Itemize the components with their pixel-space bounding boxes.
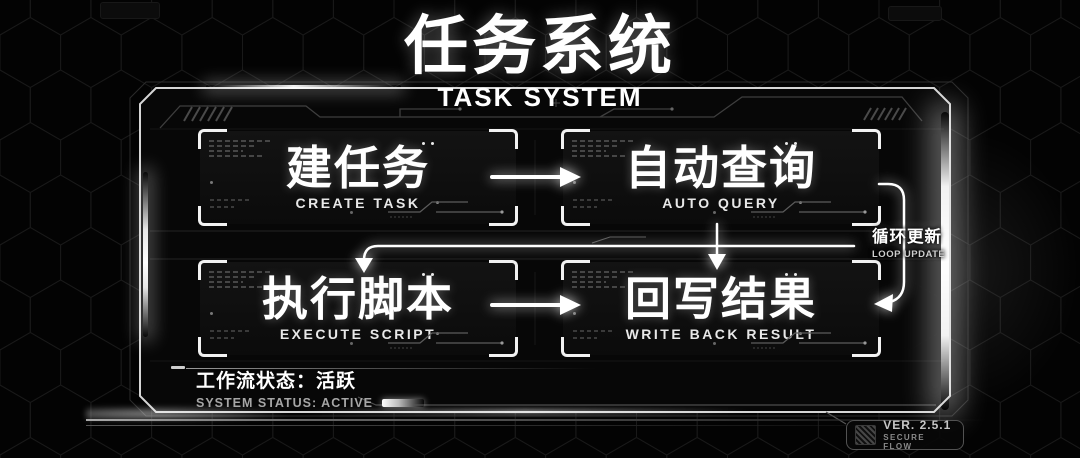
decor-dot <box>422 142 425 145</box>
corner-bracket-tl <box>198 129 227 149</box>
circuit-dots <box>458 107 674 111</box>
decor-chip-left <box>100 2 160 19</box>
decor-dot <box>210 181 213 184</box>
node-title-cn: 建任务 <box>286 142 430 194</box>
decor-dot <box>573 312 576 315</box>
corner-bracket-tr <box>852 260 881 280</box>
decor-dot <box>794 142 797 145</box>
corner-bracket-tr <box>852 129 881 149</box>
corner-bracket-tl <box>198 260 227 280</box>
version-badge: VER. 2.5.1 SECURE FLOW <box>846 417 964 451</box>
hatch-marks-left <box>183 106 233 122</box>
micro-dash-decoration <box>573 199 613 201</box>
status-text-cn: 工作流状态：活跃 <box>196 371 357 392</box>
micro-dash-decoration <box>573 337 597 339</box>
frame-outer-echo <box>129 81 969 417</box>
node-title-en: CREATE TASK <box>295 195 421 211</box>
corner-bracket-br <box>489 337 518 357</box>
micro-dash-decoration <box>210 337 234 339</box>
micro-dash-decoration <box>210 330 250 332</box>
node-title-cn: 执行脚本 <box>262 273 454 325</box>
hatch-marks-right <box>863 107 907 121</box>
corner-bracket-br <box>852 337 881 357</box>
flow-node-execute-script: 执行脚本 EXECUTE SCRIPT <box>198 260 518 357</box>
panel-seam-lines <box>150 128 944 362</box>
hatch-pattern-icon <box>855 425 877 445</box>
node-title-en: AUTO QUERY <box>662 195 780 211</box>
status-text-en: SYSTEM STATUS: ACTIVE <box>196 395 374 410</box>
circuit-line-decoration <box>751 332 867 349</box>
arrow-execute-to-writeback <box>490 295 581 315</box>
micro-dash-decoration <box>573 206 597 208</box>
corner-bracket-bl <box>561 206 590 226</box>
loop-label-cn: 循环更新 <box>872 228 942 246</box>
decor-dot <box>350 342 353 345</box>
corner-bracket-tr <box>489 129 518 149</box>
badge-connector-line <box>825 411 847 425</box>
corner-bracket-tr <box>489 260 518 280</box>
node-title-en: EXECUTE SCRIPT <box>279 326 437 342</box>
decor-dot <box>350 211 353 214</box>
decor-dot <box>713 211 716 214</box>
secure-flow-text: SECURE FLOW <box>883 432 925 451</box>
node-title-en: WRITE BACK RESULT <box>625 326 817 342</box>
arrow-query-to-execute <box>355 244 856 273</box>
decor-dot <box>785 273 788 276</box>
decor-dot <box>210 312 213 315</box>
flow-node-auto-query: 自动查询 AUTO QUERY <box>561 129 881 226</box>
plus-marks <box>484 96 560 107</box>
corner-bracket-bl <box>198 206 227 226</box>
decor-dot <box>794 273 797 276</box>
arrow-query-to-writeback <box>708 222 726 270</box>
decor-chip-right <box>888 6 942 21</box>
title-english: TASK SYSTEM <box>437 82 643 112</box>
loop-update-arrow <box>874 182 906 312</box>
decor-dot <box>785 142 788 145</box>
status-divider-line <box>186 368 596 369</box>
version-text: VER. 2.5.1 <box>883 417 952 432</box>
decor-dot <box>431 273 434 276</box>
decor-dot <box>431 142 434 145</box>
flow-node-write-back-result: 回写结果 WRITE BACK RESULT <box>561 260 881 357</box>
corner-bracket-tl <box>561 129 590 149</box>
corner-bracket-br <box>852 206 881 226</box>
system-status: 工作流状态：活跃 SYSTEM STATUS: ACTIVE <box>196 371 425 410</box>
micro-dash-decoration <box>210 206 234 208</box>
micro-dash-decoration <box>573 330 613 332</box>
decor-dot <box>713 342 716 345</box>
corner-bracket-bl <box>561 337 590 357</box>
micro-text-decoration <box>572 271 636 291</box>
decor-dot <box>422 273 425 276</box>
node-title-cn: 自动查询 <box>625 142 817 194</box>
corner-bracket-tl <box>561 260 590 280</box>
node-title-cn: 回写结果 <box>625 273 817 325</box>
status-divider-dash <box>171 366 185 369</box>
bottom-step-line <box>357 396 936 406</box>
status-progress-bar <box>382 399 425 408</box>
corner-bracket-bl <box>198 337 227 357</box>
circuit-line-decoration <box>388 201 504 218</box>
micro-dash-decoration <box>210 199 250 201</box>
flow-node-create-task: 建任务 CREATE TASK <box>198 129 518 226</box>
corner-bracket-br <box>489 206 518 226</box>
decor-dot <box>573 181 576 184</box>
title-chinese: 任务系统 <box>404 10 676 82</box>
loop-update-label: 循环更新 LOOP UPDATE <box>872 229 952 259</box>
circuit-line-decoration <box>388 332 504 349</box>
circuit-line-decoration <box>751 201 867 218</box>
micro-text-decoration <box>209 140 273 160</box>
micro-text-decoration <box>572 140 636 160</box>
circuit-decoration <box>159 96 923 244</box>
micro-text-decoration <box>209 271 273 291</box>
loop-label-en: LOOP UPDATE <box>872 248 946 260</box>
arrow-create-to-query <box>490 167 581 187</box>
